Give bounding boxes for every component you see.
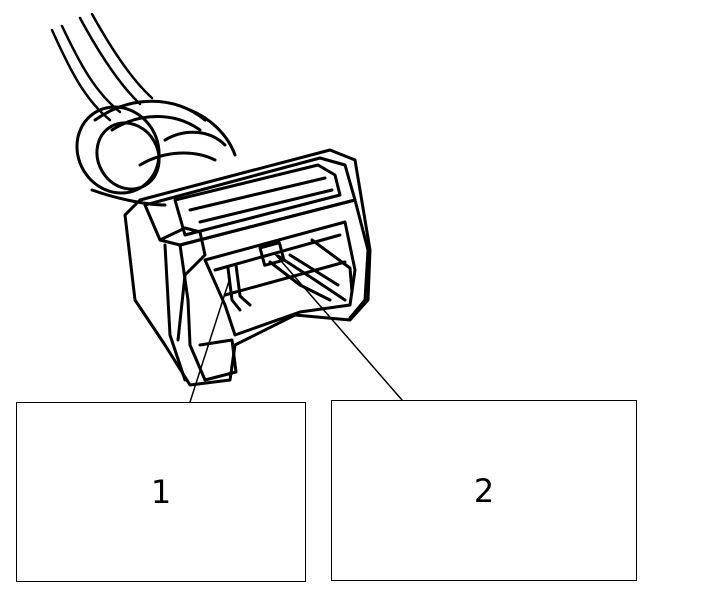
- callout-label-1: 1: [150, 473, 172, 511]
- connector-housing: [123, 148, 372, 387]
- leader-line-2: [274, 253, 403, 401]
- callout-label-2: 2: [473, 471, 495, 510]
- leader-lines: [189, 253, 403, 403]
- wire-harness: [50, 12, 154, 122]
- callout-box-2: 2: [331, 400, 637, 581]
- rubber-boot: [75, 99, 237, 207]
- callout-box-1: 1: [16, 402, 306, 582]
- leader-line-1: [189, 277, 231, 403]
